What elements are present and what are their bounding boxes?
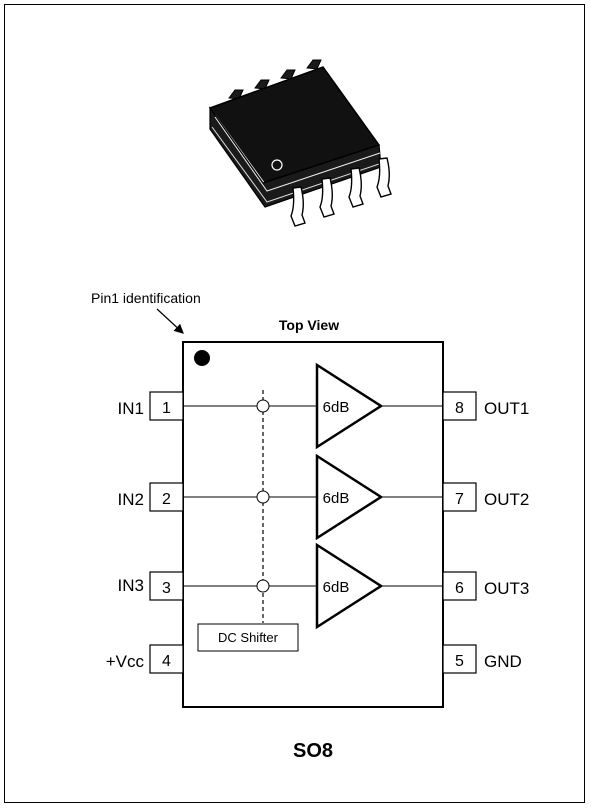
pin-number: 8 — [455, 400, 464, 417]
pin-name: OUT2 — [484, 490, 529, 509]
pin-name: +Vcc — [106, 652, 145, 671]
dc-shifter-box — [197, 623, 299, 652]
junction-node — [256, 399, 270, 413]
pin-4: 4 +Vcc — [106, 644, 184, 674]
pin-number: 3 — [162, 580, 171, 597]
amp-gain-label: 6dB — [323, 579, 350, 596]
diagram-frame: Pin1 identification Top View 1 IN1 2 IN2… — [4, 4, 585, 803]
pin1-note: Pin1 identification — [91, 290, 201, 306]
pin-name: IN2 — [118, 490, 144, 509]
pin-7: 7 OUT2 — [442, 482, 529, 512]
amp-gain-label: 6dB — [323, 399, 350, 416]
pin-3: 3 IN3 — [118, 571, 184, 601]
pin-name: GND — [484, 652, 522, 671]
package-label: SO8 — [293, 740, 333, 762]
pin-number: 5 — [455, 653, 464, 670]
pin-name: OUT1 — [484, 399, 529, 418]
pin-number: 2 — [162, 491, 171, 508]
pin-5: 5 GND — [442, 644, 522, 674]
pin-number: 6 — [455, 580, 464, 597]
pin-1: 1 IN1 — [118, 391, 184, 421]
pin-name: OUT3 — [484, 579, 529, 598]
amplifier-3: 6dB — [315, 542, 384, 630]
junction-node — [256, 490, 270, 504]
bias-junctions — [256, 399, 270, 593]
pin-number: 7 — [455, 491, 464, 508]
amplifier-2: 6dB — [315, 453, 384, 541]
pin-2: 2 IN2 — [118, 482, 184, 512]
right-pins: 8 OUT1 7 OUT2 6 OUT3 5 GND — [442, 391, 529, 674]
pin-number: 1 — [162, 400, 171, 417]
pin-number: 4 — [162, 653, 171, 670]
amp-gain-label: 6dB — [323, 490, 350, 507]
pin1-arrow — [156, 308, 184, 334]
view-label: Top View — [279, 317, 339, 333]
pin-6: 6 OUT3 — [442, 571, 529, 601]
pin-8: 8 OUT1 — [442, 391, 529, 421]
so8-package-icon — [208, 59, 392, 227]
pin1-dot-icon — [194, 350, 210, 366]
pin-name: IN1 — [118, 399, 144, 418]
signal-lines — [183, 405, 443, 587]
dc-shifter-label: DC Shifter — [218, 630, 279, 645]
left-pins: 1 IN1 2 IN2 3 IN3 4 +Vcc — [106, 391, 184, 674]
pinout-diagram: Pin1 identification Top View 1 IN1 2 IN2… — [91, 59, 529, 762]
ic-body — [182, 341, 444, 708]
amplifier-1: 6dB — [315, 362, 384, 450]
junction-node — [256, 579, 270, 593]
pin-name: IN3 — [118, 576, 144, 595]
